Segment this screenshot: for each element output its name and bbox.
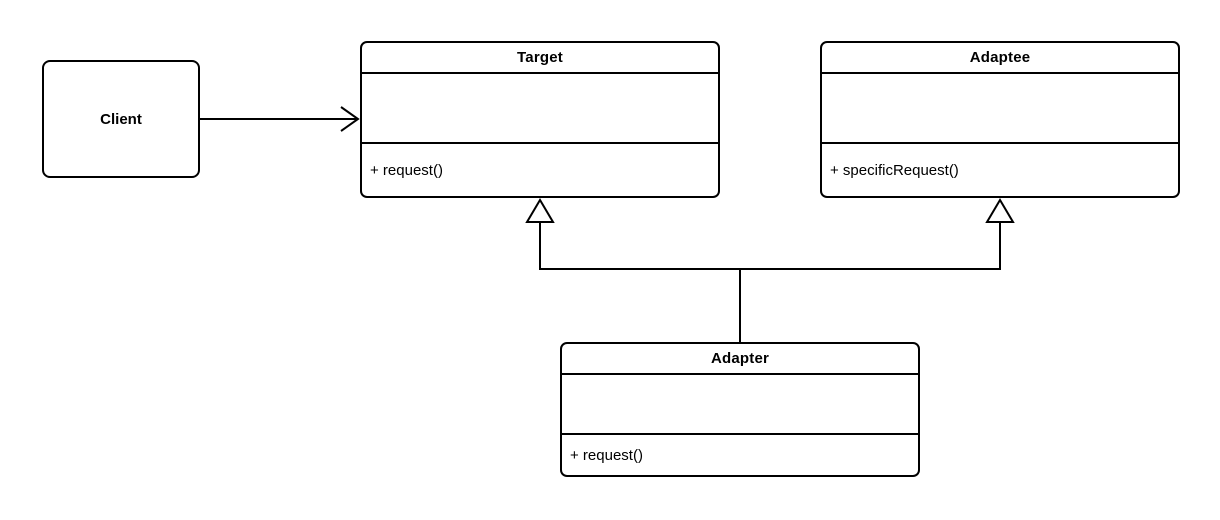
class-name: Adaptee xyxy=(822,43,1178,74)
edge-adapter-adaptee[interactable] xyxy=(740,198,1015,270)
generalization-triangle-icon xyxy=(525,198,555,223)
attributes-compartment xyxy=(562,375,918,435)
node-target[interactable]: Target + request() xyxy=(360,41,720,198)
edge-adapter-target[interactable] xyxy=(525,198,741,342)
edge-adapter-adaptee-line[interactable] xyxy=(740,222,1001,270)
class-name: Target xyxy=(362,43,718,74)
node-adapter[interactable]: Adapter + request() xyxy=(560,342,920,477)
method-label: + specificRequest() xyxy=(830,161,959,179)
node-client-label: Client xyxy=(100,110,142,128)
open-arrowhead-icon xyxy=(340,106,360,132)
node-adaptee[interactable]: Adaptee + specificRequest() xyxy=(820,41,1180,198)
generalization-triangle-icon xyxy=(985,198,1015,223)
method-label: + request() xyxy=(570,446,643,464)
attributes-compartment xyxy=(822,74,1178,144)
node-client[interactable]: Client xyxy=(42,60,200,178)
attributes-compartment xyxy=(362,74,718,144)
edge-client-target[interactable] xyxy=(200,106,360,132)
edge-adapter-target-line[interactable] xyxy=(539,222,741,342)
method-label: + request() xyxy=(370,161,443,179)
class-name: Adapter xyxy=(562,344,918,375)
